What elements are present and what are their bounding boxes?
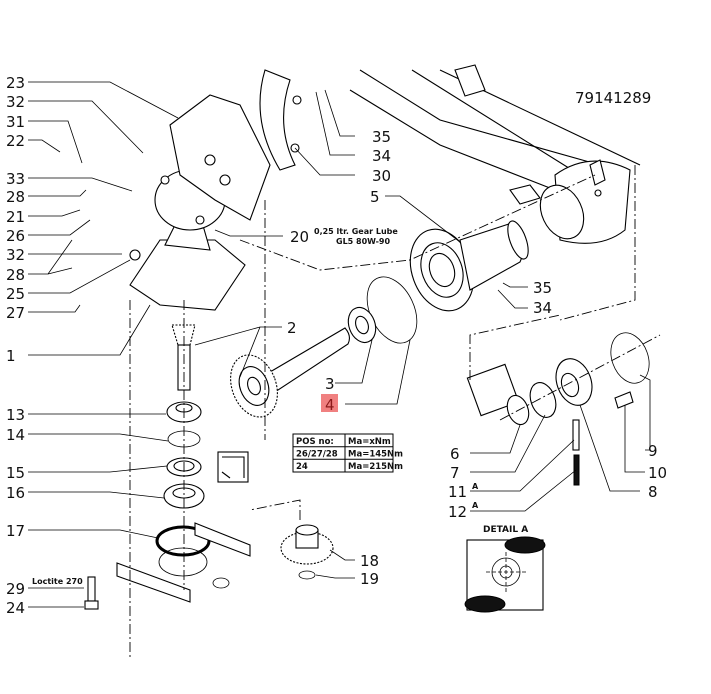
callout-19: 19 xyxy=(360,570,379,588)
callout-24: 24 xyxy=(6,599,25,617)
callout-2: 2 xyxy=(287,319,297,337)
lube-note-line2: GL5 80W-90 xyxy=(336,237,391,246)
callout-9: 9 xyxy=(648,442,658,460)
callout-6: 6 xyxy=(450,445,460,463)
right-subassembly xyxy=(466,332,650,486)
callout-21: 21 xyxy=(6,208,25,226)
part-11-pin xyxy=(572,419,580,451)
callout-15: 15 xyxy=(6,464,25,482)
callout-32: 32 xyxy=(6,246,25,264)
leader-lines xyxy=(28,81,651,608)
part-10-bolt xyxy=(614,391,634,409)
table-cell: 24 xyxy=(296,462,308,472)
part-5-hub xyxy=(409,220,529,312)
callout-13: 13 xyxy=(6,406,25,424)
pinion-shaft xyxy=(171,324,196,391)
part-19-washer xyxy=(298,570,316,580)
part-25-nut xyxy=(129,249,141,261)
callout-20: 20 xyxy=(290,228,309,246)
callout-4-highlight xyxy=(321,394,338,412)
arm-assembly xyxy=(259,64,641,244)
callout-3: 3 xyxy=(325,375,335,393)
callout-5: 5 xyxy=(370,188,380,206)
part-3-bearing xyxy=(347,306,377,344)
table-cell: Ma=215Nm xyxy=(348,462,403,472)
callout-35: 35 xyxy=(372,128,391,146)
table-cell: Ma=145Nm xyxy=(348,450,403,460)
detail-a-title: DETAIL A xyxy=(483,525,528,535)
callout-35: 35 xyxy=(533,279,552,297)
table-header-pos: POS no: xyxy=(296,437,334,447)
table-header-torque: Ma=xNm xyxy=(348,437,391,447)
callout-14: 14 xyxy=(6,426,25,444)
callout-31: 31 xyxy=(6,113,25,131)
callout-17: 17 xyxy=(6,522,25,540)
detail-a-view xyxy=(464,536,546,613)
part-12-pin xyxy=(573,454,580,486)
callout-25: 25 xyxy=(6,285,25,303)
table-cell: 26/27/28 xyxy=(296,450,338,460)
callout-18: 18 xyxy=(360,552,379,570)
loctite-note: Loctite 270 xyxy=(32,577,83,586)
lube-note-line1: 0,25 ltr. Gear Lube xyxy=(314,227,398,236)
detail-ref-a: A xyxy=(472,501,479,510)
callout-12: 12 xyxy=(448,503,467,521)
callout-4: 4 xyxy=(325,396,335,414)
callout-22: 22 xyxy=(6,132,25,150)
bearing-stack xyxy=(116,401,251,603)
gearbox-housing xyxy=(129,94,271,311)
part-24-bolt xyxy=(84,576,99,610)
callout-7: 7 xyxy=(450,464,460,482)
callout-28: 28 xyxy=(6,266,25,284)
center-lines xyxy=(129,165,661,660)
part-18-gear xyxy=(280,524,334,565)
callout-33: 33 xyxy=(6,170,25,188)
callout-27: 27 xyxy=(6,304,25,322)
torque-table: POS no: Ma=xNm 26/27/28 Ma=145Nm 24 Ma=2… xyxy=(292,433,403,473)
callout-34: 34 xyxy=(533,299,552,317)
callout-16: 16 xyxy=(6,484,25,502)
part-9-circlip xyxy=(610,332,650,384)
callout-30: 30 xyxy=(372,167,391,185)
callout-32: 32 xyxy=(6,93,25,111)
callout-11: 11 xyxy=(448,483,467,501)
callout-1: 1 xyxy=(6,347,16,365)
callout-8: 8 xyxy=(648,483,658,501)
callout-26: 26 xyxy=(6,227,25,245)
part-7-bearing xyxy=(529,382,557,418)
callout-23: 23 xyxy=(6,74,25,92)
document-number: 79141289 xyxy=(575,89,651,107)
detail-ref-a: A xyxy=(472,482,479,491)
callout-numbers: 23 32 31 22 33 28 21 26 32 28 25 27 1 2 … xyxy=(6,74,667,617)
callout-10: 10 xyxy=(648,464,667,482)
callout-34: 34 xyxy=(372,147,391,165)
part-17-gasket xyxy=(155,525,211,557)
callout-28: 28 xyxy=(6,188,25,206)
callout-29: 29 xyxy=(6,580,25,598)
